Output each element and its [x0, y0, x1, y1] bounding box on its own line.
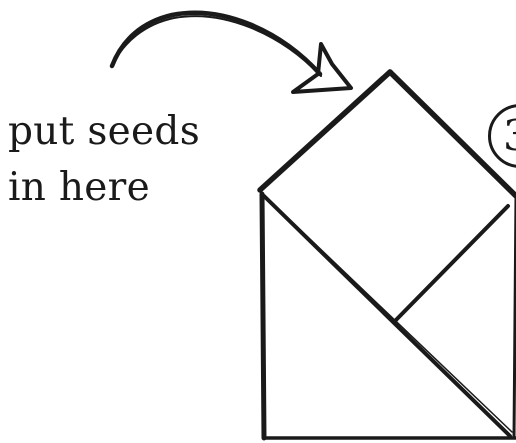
step-number-badge: 3 — [488, 104, 516, 168]
